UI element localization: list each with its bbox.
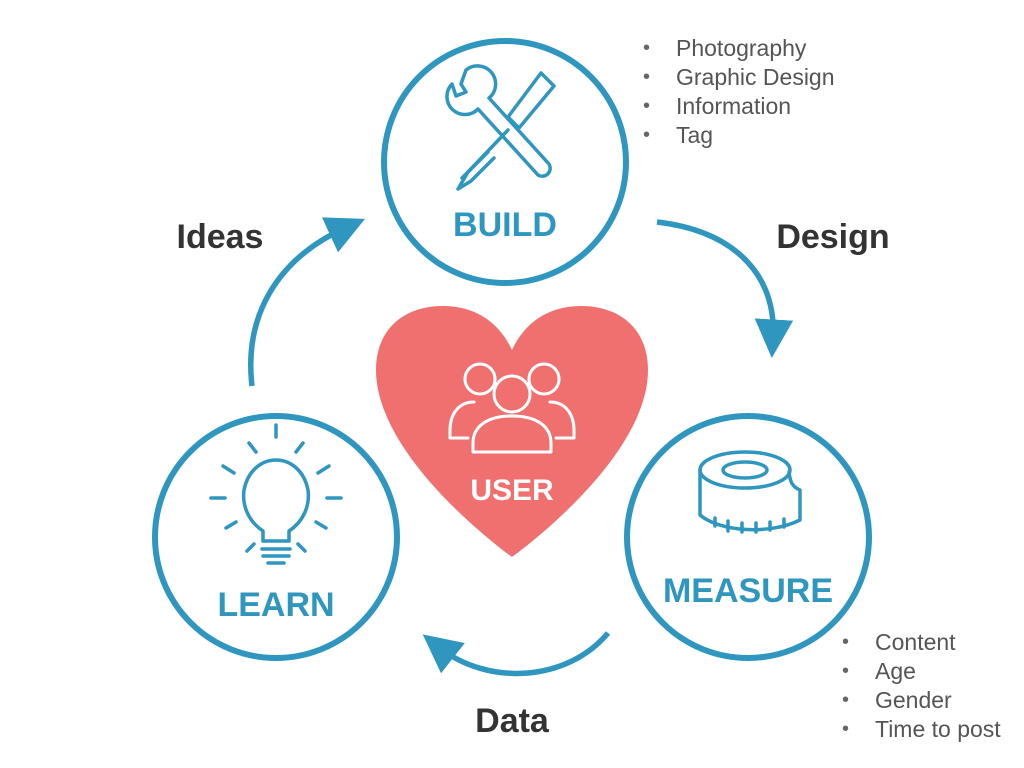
lightbulb-icon [209, 423, 343, 565]
list-item: •Photography [643, 35, 807, 61]
edge-label-ideas: Ideas [177, 218, 264, 256]
node-measure: MEASURE [624, 413, 872, 661]
measure-bullet-list: •Content •Age •Gender •Time to post [839, 628, 1001, 744]
node-user: USER [376, 306, 648, 557]
build-bullet-list: •Photography •Graphic Design •Informatio… [640, 34, 835, 150]
edge-label-data: Data [475, 702, 550, 740]
edge-label-design: Design [776, 218, 889, 256]
node-learn: LEARN [152, 413, 400, 661]
user-label: USER [470, 474, 554, 507]
list-item: •Information [643, 93, 792, 119]
list-item: •Tag [643, 122, 714, 148]
build-label: BUILD [453, 206, 557, 244]
arrow-ideas [248, 217, 366, 387]
list-item: •Time to post [842, 716, 1001, 742]
arrow-data [422, 631, 611, 677]
arrow-design [656, 219, 794, 358]
list-item: •Content [842, 629, 956, 655]
node-build: BUILD [381, 38, 629, 286]
tape-measure-icon [698, 450, 802, 534]
measure-label: MEASURE [663, 572, 833, 610]
list-item: •Age [842, 658, 916, 684]
list-item: •Graphic Design [643, 64, 835, 90]
learn-label: LEARN [217, 586, 334, 624]
list-item: •Gender [842, 687, 952, 713]
tools-icon [445, 64, 556, 191]
users-icon [448, 362, 576, 454]
